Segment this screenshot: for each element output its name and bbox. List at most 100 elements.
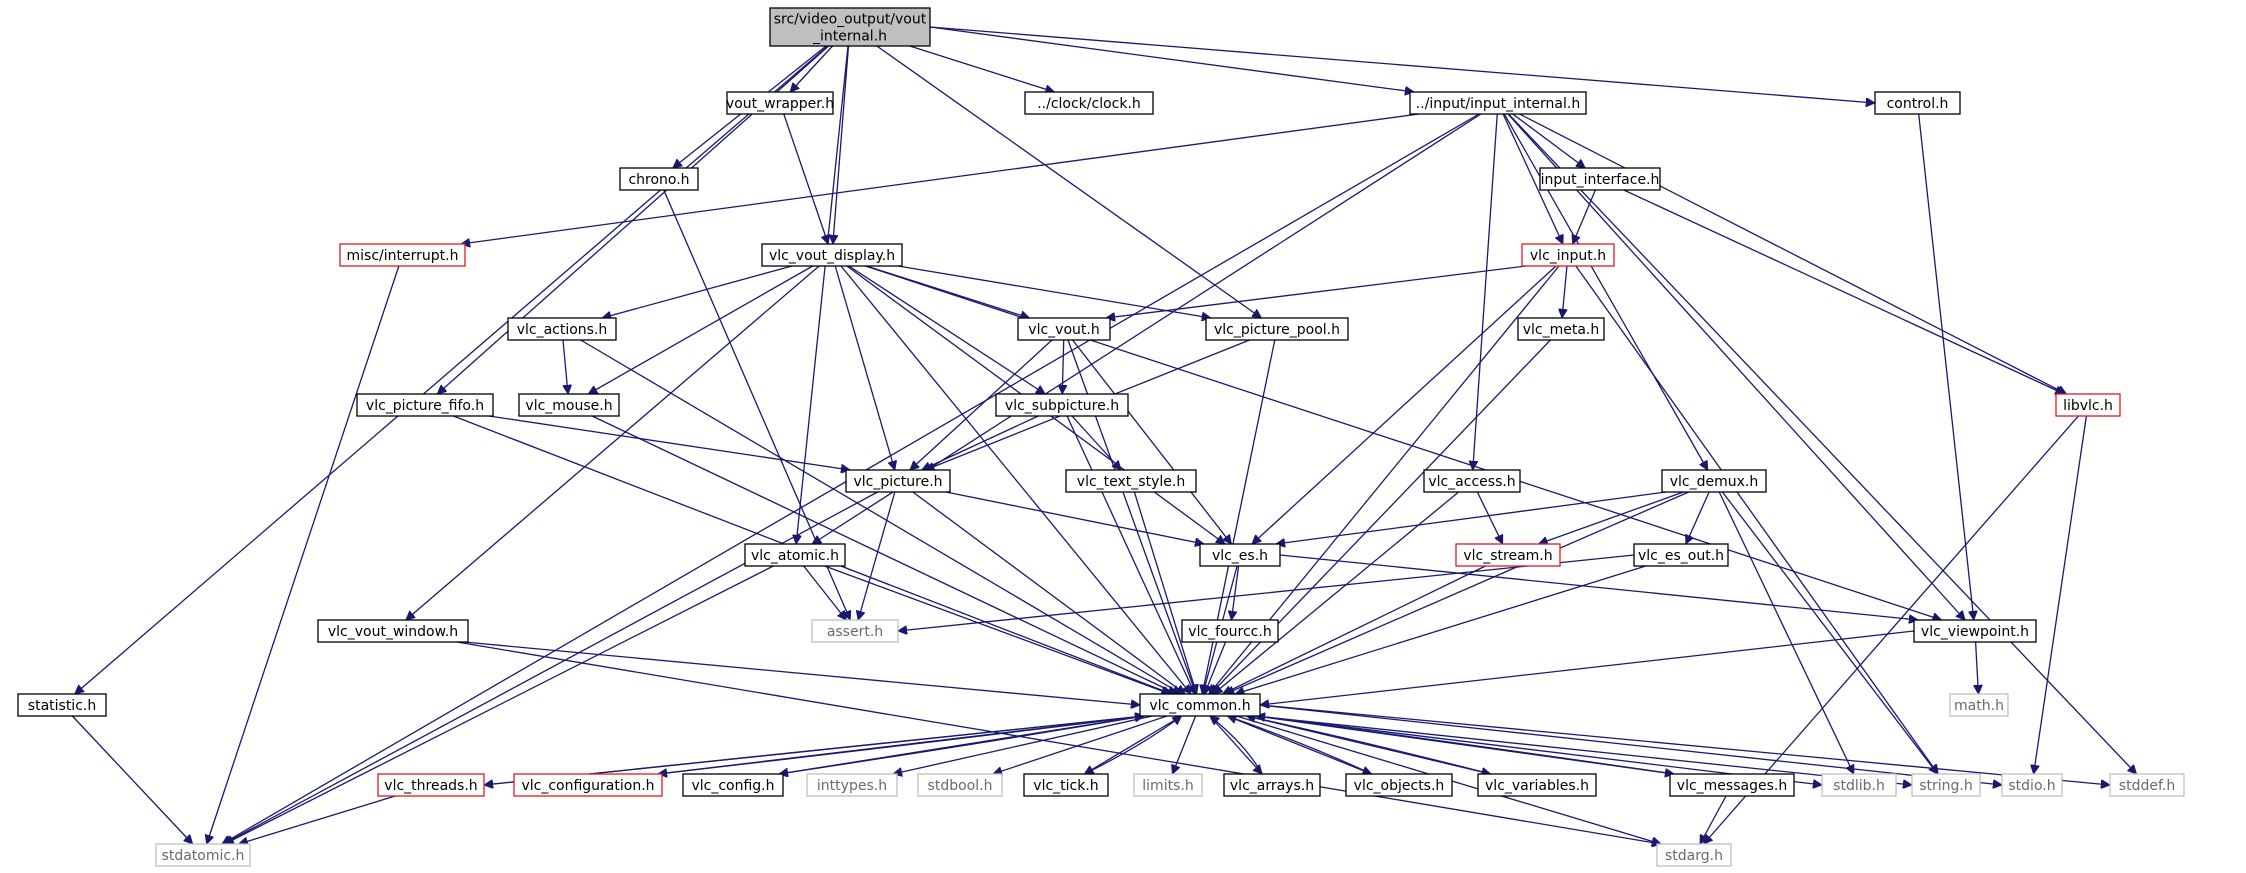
node-picture_fifo[interactable]: vlc_picture_fifo.h <box>356 393 494 417</box>
node-stdarg[interactable]: stdarg.h <box>1656 843 1732 867</box>
node-box[interactable] <box>1821 773 1897 797</box>
node-inttypes[interactable]: inttypes.h <box>806 773 898 797</box>
node-stddef[interactable]: stddef.h <box>2109 773 2185 797</box>
node-box[interactable] <box>317 619 469 643</box>
node-vlc_picture[interactable]: vlc_picture.h <box>845 469 951 493</box>
node-box[interactable] <box>1661 469 1767 493</box>
node-box[interactable] <box>1455 543 1561 567</box>
node-assert[interactable]: assert.h <box>811 619 899 643</box>
node-interrupt[interactable]: misc/interrupt.h <box>339 243 466 267</box>
node-box[interactable] <box>155 843 251 867</box>
node-vlc_common[interactable]: vlc_common.h <box>1139 693 1261 717</box>
node-box[interactable] <box>1477 773 1597 797</box>
node-box[interactable] <box>507 317 617 341</box>
node-vout_wrapper[interactable]: vout_wrapper.h <box>726 91 834 115</box>
node-box[interactable] <box>1065 469 1197 493</box>
node-vlc_messages[interactable]: vlc_messages.h <box>1669 773 1795 797</box>
node-box[interactable] <box>1345 773 1453 797</box>
node-vout_window[interactable]: vlc_vout_window.h <box>317 619 469 643</box>
node-box[interactable] <box>1223 773 1321 797</box>
node-es_out[interactable]: vlc_es_out.h <box>1633 543 1729 567</box>
node-box[interactable] <box>1199 543 1281 567</box>
node-stdbool[interactable]: stdbool.h <box>917 773 1003 797</box>
node-box[interactable] <box>377 773 485 797</box>
node-box[interactable] <box>761 243 903 267</box>
node-box[interactable] <box>769 7 931 47</box>
node-math[interactable]: math.h <box>1949 693 2009 717</box>
node-input_internal[interactable]: ../input/input_internal.h <box>1409 91 1587 115</box>
node-vlc_access[interactable]: vlc_access.h <box>1423 469 1521 493</box>
node-box[interactable] <box>339 243 466 267</box>
node-box[interactable] <box>1539 167 1661 191</box>
node-vlc_config[interactable]: vlc_config.h <box>682 773 784 797</box>
node-box[interactable] <box>619 167 699 191</box>
node-box[interactable] <box>1656 843 1732 867</box>
node-box[interactable] <box>1911 773 1981 797</box>
node-root[interactable]: src/video_output/vout_internal.h <box>769 7 931 47</box>
node-box[interactable] <box>2055 393 2121 417</box>
node-control[interactable]: control.h <box>1874 91 1961 115</box>
node-box[interactable] <box>1024 91 1154 115</box>
node-viewpoint[interactable]: vlc_viewpoint.h <box>1913 619 2037 643</box>
node-box[interactable] <box>1023 773 1109 797</box>
node-box[interactable] <box>1949 693 2009 717</box>
node-box[interactable] <box>1913 619 2037 643</box>
node-stdatomic[interactable]: stdatomic.h <box>155 843 251 867</box>
node-vlc_tick[interactable]: vlc_tick.h <box>1023 773 1109 797</box>
node-box[interactable] <box>1517 317 1605 341</box>
node-box[interactable] <box>917 773 1003 797</box>
node-vlc_es[interactable]: vlc_es.h <box>1199 543 1281 567</box>
node-stdlib[interactable]: stdlib.h <box>1821 773 1897 797</box>
node-box[interactable] <box>1409 91 1587 115</box>
node-box[interactable] <box>356 393 494 417</box>
node-picture_pool[interactable]: vlc_picture_pool.h <box>1205 317 1349 341</box>
node-box[interactable] <box>1521 243 1615 267</box>
node-vlc_configuration[interactable]: vlc_configuration.h <box>513 773 663 797</box>
node-box[interactable] <box>744 543 846 567</box>
node-subpicture[interactable]: vlc_subpicture.h <box>995 393 1129 417</box>
node-box[interactable] <box>2109 773 2185 797</box>
node-vlc_vout[interactable]: vlc_vout.h <box>1017 317 1111 341</box>
node-vlc_threads[interactable]: vlc_threads.h <box>377 773 485 797</box>
node-box[interactable] <box>726 91 834 115</box>
node-box[interactable] <box>1139 693 1261 717</box>
node-input_interface[interactable]: input_interface.h <box>1539 167 1661 191</box>
node-box[interactable] <box>17 693 107 717</box>
node-box[interactable] <box>2001 773 2063 797</box>
node-vlc_atomic[interactable]: vlc_atomic.h <box>744 543 846 567</box>
node-chrono[interactable]: chrono.h <box>619 167 699 191</box>
node-fourcc[interactable]: vlc_fourcc.h <box>1181 619 1279 643</box>
node-box[interactable] <box>518 393 620 417</box>
node-string[interactable]: string.h <box>1911 773 1981 797</box>
node-vlc_objects[interactable]: vlc_objects.h <box>1345 773 1453 797</box>
node-box[interactable] <box>1205 317 1349 341</box>
node-box[interactable] <box>811 619 899 643</box>
node-text_style[interactable]: vlc_text_style.h <box>1065 469 1197 493</box>
node-vlc_stream[interactable]: vlc_stream.h <box>1455 543 1561 567</box>
node-vout_display[interactable]: vlc_vout_display.h <box>761 243 903 267</box>
node-box[interactable] <box>1181 619 1279 643</box>
node-clock[interactable]: ../clock/clock.h <box>1024 91 1154 115</box>
node-vlc_actions[interactable]: vlc_actions.h <box>507 317 617 341</box>
node-box[interactable] <box>1133 773 1203 797</box>
node-box[interactable] <box>1874 91 1961 115</box>
node-vlc_arrays[interactable]: vlc_arrays.h <box>1223 773 1321 797</box>
node-vlc_input[interactable]: vlc_input.h <box>1521 243 1615 267</box>
node-box[interactable] <box>806 773 898 797</box>
node-box[interactable] <box>1017 317 1111 341</box>
node-vlc_variables[interactable]: vlc_variables.h <box>1477 773 1597 797</box>
node-statistic[interactable]: statistic.h <box>17 693 107 717</box>
node-box[interactable] <box>845 469 951 493</box>
node-stdio[interactable]: stdio.h <box>2001 773 2063 797</box>
node-libvlc[interactable]: libvlc.h <box>2055 393 2121 417</box>
node-box[interactable] <box>995 393 1129 417</box>
node-box[interactable] <box>513 773 663 797</box>
node-limits[interactable]: limits.h <box>1133 773 1203 797</box>
node-vlc_demux[interactable]: vlc_demux.h <box>1661 469 1767 493</box>
node-vlc_mouse[interactable]: vlc_mouse.h <box>518 393 620 417</box>
node-box[interactable] <box>682 773 784 797</box>
node-vlc_meta[interactable]: vlc_meta.h <box>1517 317 1605 341</box>
node-box[interactable] <box>1633 543 1729 567</box>
node-box[interactable] <box>1423 469 1521 493</box>
node-box[interactable] <box>1669 773 1795 797</box>
